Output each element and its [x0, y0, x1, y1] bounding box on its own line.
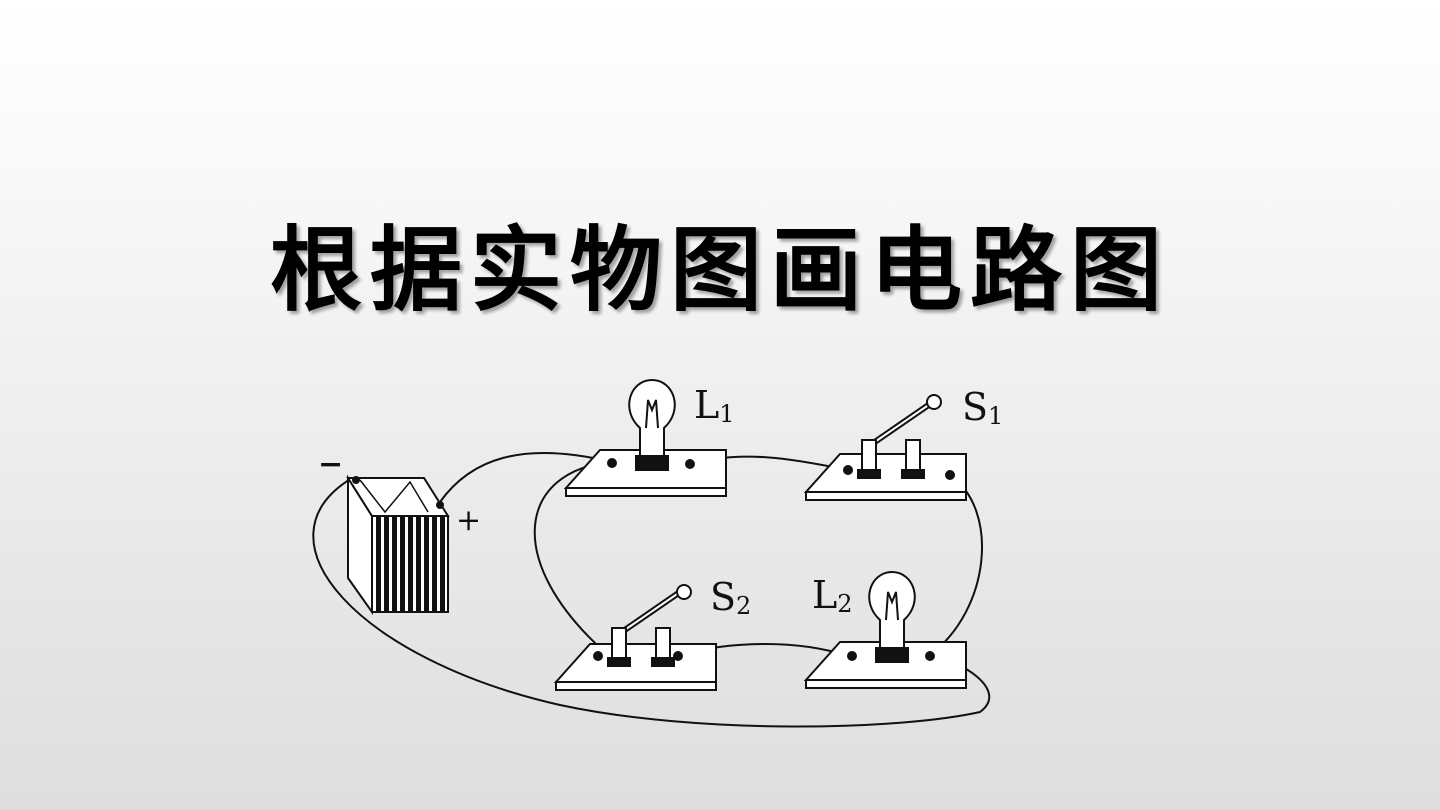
wire-battery-neg-to-l2: [312, 477, 991, 728]
battery-neg-terminal: [352, 476, 360, 484]
battery-negative-label: −: [318, 447, 343, 482]
switch-s2: [553, 584, 717, 691]
lamp-l1: [563, 378, 727, 497]
s2-right-terminal: [673, 651, 683, 661]
battery: [346, 474, 450, 616]
l2-left-terminal: [847, 651, 857, 661]
slide-title: 根据实物图画电路图: [269, 217, 1170, 324]
l1-left-terminal: [607, 458, 617, 468]
s1-left-terminal: [843, 465, 853, 475]
s2-left-terminal: [593, 651, 603, 661]
l2-right-terminal: [925, 651, 935, 661]
switch-s1: [803, 394, 967, 501]
lamp-l2: [803, 570, 967, 689]
battery-positive-label: +: [456, 503, 481, 538]
lamp-l1-label: L1: [694, 383, 735, 428]
switch-s1-label: S1: [962, 385, 1003, 430]
s1-right-terminal: [945, 470, 955, 480]
wire-s1-to-l2: [929, 474, 984, 656]
switch-s2-label: S2: [710, 575, 751, 620]
battery-pos-terminal: [436, 501, 444, 509]
wire-battery-pos-to-l1: [439, 451, 613, 503]
wire-l1-to-s2: [533, 461, 613, 656]
lamp-l2-label: L2: [812, 573, 853, 618]
l1-right-terminal: [685, 459, 695, 469]
